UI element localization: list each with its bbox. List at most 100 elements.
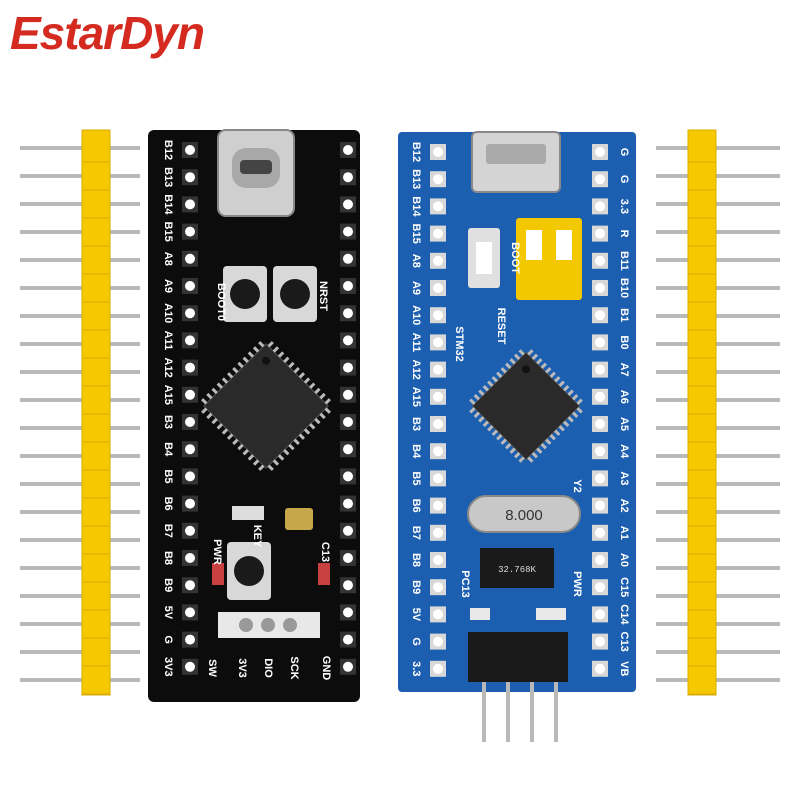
blue-board-right-pin-label: B11 [618,251,630,271]
reset-label: RESET [495,308,507,345]
black-board-right-pin-label: C13 [364,630,376,650]
mcu-chip-blue [469,349,583,463]
header-pin [20,342,140,346]
blue-board-right-pin-label: VB [618,661,630,676]
black-board-left-pin-label: A12 [162,358,174,378]
header-pin [20,454,140,458]
crystal-label: 8.000 [505,507,543,524]
blue-board-left-pin-label: B9 [410,580,422,594]
header-pin [20,370,140,374]
header-pin [20,258,140,262]
header-pin [656,678,780,682]
black-board-right-pin-label: B1 [364,279,376,293]
boot-jumpers [516,218,582,300]
blue-board-left-pin-label: B14 [410,196,422,217]
blue-board: 8.000 32.768K B12B13B14B15A8A9A10A11A12A… [398,131,636,742]
blue-board-left-pin-label: A9 [410,281,422,295]
black-board-right-pin-label: B0 [364,306,376,320]
header-pin [20,482,140,486]
blue-board-right-pin-label: A0 [618,553,630,567]
header-pin [20,594,140,598]
black-board-right-pin-label: A0 [364,524,376,538]
blue-board-left-pin-label: A12 [410,360,422,380]
blue-board-right-pin-label: B0 [618,335,630,349]
black-board-left-pin-label: B7 [162,524,174,538]
header-pin [656,650,780,654]
blue-board-left-pin-label: A11 [410,333,422,353]
header-pin [656,146,780,150]
header-pin [20,202,140,206]
black-board-left-pin-label: A10 [162,303,174,323]
swd-pin-label: DIO [262,658,274,678]
blue-board-left-pin-label: B8 [410,553,422,567]
mcu-chip [201,341,331,471]
black-board-right-pin-label: A6 [364,361,376,375]
black-board-left-pin-label: B15 [162,222,174,242]
boot0-label: BOOT0 [215,283,227,321]
blue-board-left-pin-label: B5 [410,471,422,485]
black-board-left-pin-label: A8 [162,252,174,266]
black-board-left-pin-label: B8 [162,551,174,565]
black-board-left-pin-label: B9 [162,578,174,592]
header-pin [20,398,140,402]
blue-board-right-pin-label: A3 [618,471,630,485]
header-pin [656,594,780,598]
pwr-label-right: PWR [571,571,583,597]
boot-label: BOOT [509,242,521,274]
header-pin [656,258,780,262]
header-pin [20,146,140,150]
header-pin [656,202,780,206]
blue-board-right-pin-label: G [618,148,630,157]
header-pin [20,622,140,626]
blue-board-right-pin-label: 3.3 [618,199,630,214]
rtc-crystal-label: 32.768K [498,565,536,575]
blue-board-right-pin-label: C13 [618,632,630,652]
black-board-right-pin-label: 5V [364,143,376,157]
nrst-label: NRST [317,281,329,311]
blue-board-right-pin-label: A1 [618,526,630,540]
header-pin [656,286,780,290]
black-board-left-pin-label: A15 [162,385,174,405]
blue-board-right-pin-label: B10 [618,278,630,298]
header-pin [20,566,140,570]
blue-board-right-pin-label: A5 [618,417,630,431]
blue-board-left-pin-label: A8 [410,254,422,268]
y2-label: Y2 [571,479,583,492]
black-board-right-pin-label: C14 [364,602,376,623]
swd-pin-label: SCK [288,656,300,679]
blue-board-right-pin-label: B1 [618,308,630,322]
black-board: B12B13B14B15A8A9A10A11A12A15B3B4B5B6B7B8… [148,129,376,702]
black-board-left-pin-label: B5 [162,469,174,483]
header-pin [20,314,140,318]
black-board-left-pin-label: 3V3 [162,657,174,677]
blue-board-left-pin-label: B7 [410,526,422,540]
black-board-right-pin-label: VB [364,659,376,674]
black-board-right-pin-label: A4 [364,415,376,430]
header-pin [20,286,140,290]
blue-board-right-pin-label: A6 [618,390,630,404]
black-board-left-pin-label: B12 [162,140,174,160]
blue-board-right-pin-label: C15 [618,577,630,597]
blue-board-left-pin-label: 3.3 [410,661,422,676]
header-pin [656,622,780,626]
pin-header-right [656,129,780,696]
header-leg [482,682,486,742]
blue-board-right-pin-label: A4 [618,444,630,459]
header-pin [656,426,780,430]
black-board-right-pin-label: R [364,554,376,562]
header-pin [656,538,780,542]
black-board-right-pin-label: C15 [364,575,376,595]
black-board-right-pin-label: A2 [364,469,376,483]
blue-board-left-pin-label: A15 [410,387,422,407]
header-pin [656,314,780,318]
rtc-crystal [480,548,554,588]
blue-board-left-pin-label: 5V [410,608,422,622]
key-label: KEY [251,525,263,548]
header-pin [656,174,780,178]
header-pin [656,370,780,374]
black-board-right-pin-label: B2 [364,252,376,266]
header-pin [656,342,780,346]
header-leg [554,682,558,742]
blue-board-left-pin-label: B3 [410,417,422,431]
black-board-right-pin-label: A5 [364,388,376,402]
